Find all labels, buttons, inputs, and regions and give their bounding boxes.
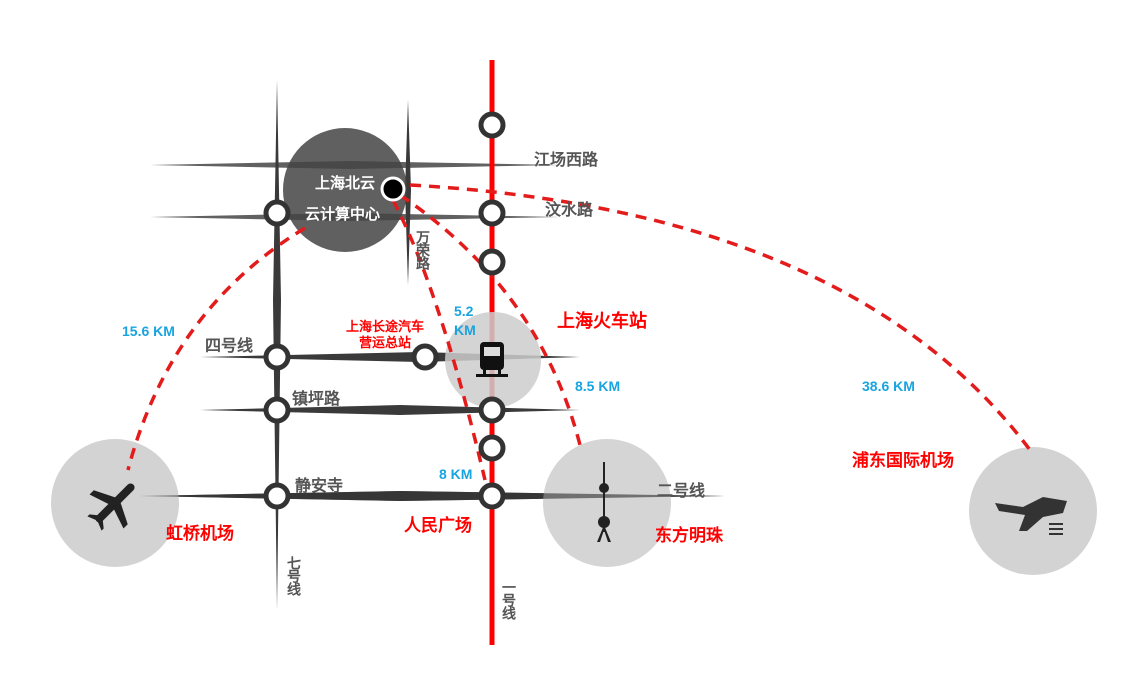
airplane-icon <box>87 483 135 531</box>
distance-hongqiao: 15.6 KM <box>122 323 175 339</box>
origin-label-1: 上海北云 <box>315 175 376 192</box>
tower-icon <box>597 462 611 542</box>
pearl-circle <box>543 439 671 567</box>
route-pudong <box>409 183 1032 452</box>
distance-railway: 8.5 KM <box>575 378 621 394</box>
road-label-jingansi: 静安寺 <box>295 478 344 495</box>
origin-dot <box>380 176 406 202</box>
road-label-wanrong: 万荣路 <box>415 230 431 269</box>
distance-bus-1: 5.2 <box>454 303 474 319</box>
peoples-square-label: 人民广场 <box>404 516 472 535</box>
pudong-label: 浦东国际机场 <box>852 451 954 470</box>
train-icon <box>476 342 508 377</box>
jet-icon <box>995 497 1067 535</box>
road-label-wenshui: 汶水路 <box>545 202 594 219</box>
origin-circle <box>283 128 407 252</box>
road-label-line1: 一号线 <box>501 580 517 619</box>
origin-label-2: 云计算中心 <box>305 206 381 223</box>
distance-bus-2: KM <box>454 322 476 338</box>
hongqiao-label: 虹桥机场 <box>166 524 234 543</box>
distance-pudong: 38.6 KM <box>862 378 915 394</box>
road-label-line4: 四号线 <box>205 338 254 355</box>
route-bus <box>391 199 487 481</box>
railway-label: 上海火车站 <box>557 311 647 331</box>
distance-peoples-square: 8 KM <box>439 466 473 482</box>
bus-station-label-1: 上海长途汽车 <box>346 319 425 334</box>
bus-station-label-2: 营运总站 <box>359 335 412 350</box>
route-railway <box>399 193 582 446</box>
road-label-jiangchang: 江场西路 <box>534 152 599 169</box>
pearl-label: 东方明珠 <box>655 526 723 545</box>
road-label-zhenping: 镇坪路 <box>292 391 341 408</box>
route-hongqiao <box>126 226 306 471</box>
road-wanrong <box>405 100 411 285</box>
routes <box>126 183 1032 481</box>
stations <box>263 111 506 510</box>
road-label-line7: 七号线 <box>286 556 302 595</box>
road-zhenping <box>200 405 580 415</box>
road-label-line2: 二号线 <box>657 483 706 500</box>
